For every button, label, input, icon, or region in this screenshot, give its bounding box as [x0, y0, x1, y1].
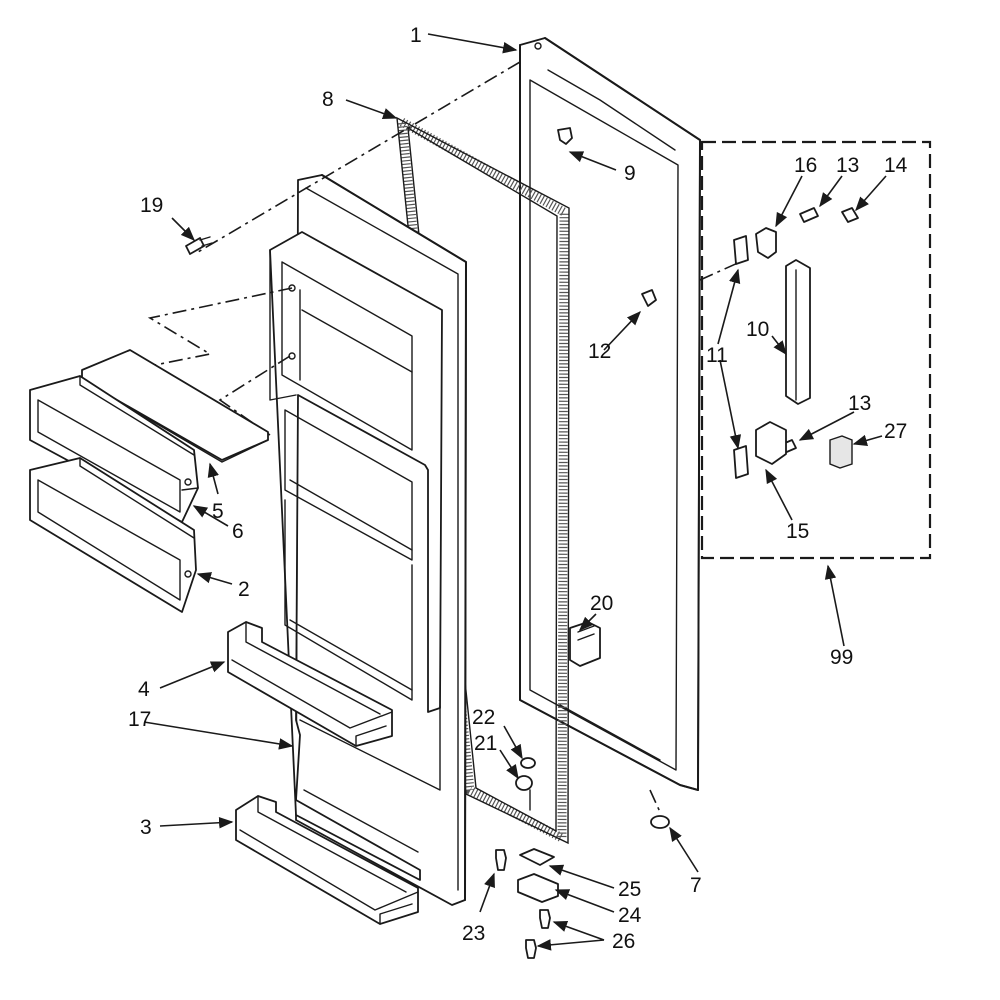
callout-4: 4	[138, 678, 150, 701]
callout-17: 17	[128, 708, 151, 731]
callout-12: 12	[588, 340, 611, 363]
callout-20: 20	[590, 592, 613, 615]
callout-1: 1	[410, 24, 422, 47]
callout-21: 21	[474, 732, 497, 755]
callout-22: 22	[472, 706, 495, 729]
callout-23: 23	[462, 922, 485, 945]
callout-13-top: 13	[836, 154, 859, 177]
hinge-parts-bottom	[495, 757, 670, 959]
dairy-shelf-lower	[29, 457, 197, 613]
callout-27: 27	[884, 420, 907, 443]
callout-16: 16	[794, 154, 817, 177]
callout-10: 10	[746, 318, 769, 341]
callout-14: 14	[884, 154, 908, 177]
callout-labels: 1 8 9 19 12 5 6 2 4 17 3 7 20 22 21 23 2…	[128, 24, 908, 953]
callout-8: 8	[322, 88, 334, 111]
callout-24: 24	[618, 904, 642, 927]
screw-19	[185, 236, 213, 255]
outer-door-panel	[519, 37, 701, 791]
leader-arrows	[143, 33, 887, 951]
callout-7: 7	[690, 874, 702, 897]
inner-door-liner	[269, 174, 467, 906]
callout-11: 11	[706, 344, 728, 367]
dairy-shelf-upper	[29, 375, 199, 523]
callout-6: 6	[232, 520, 244, 543]
callout-15: 15	[786, 520, 809, 543]
callout-2: 2	[238, 578, 250, 601]
hardware-kit-box	[700, 140, 932, 560]
door-bin-lower	[235, 795, 419, 925]
callout-13-bottom: 13	[848, 392, 871, 415]
callout-9: 9	[624, 162, 636, 185]
callout-3: 3	[140, 816, 152, 839]
callout-5: 5	[212, 500, 224, 523]
callout-26: 26	[612, 930, 635, 953]
callout-99: 99	[830, 646, 853, 669]
callout-25: 25	[618, 878, 641, 901]
door-bin-upper	[227, 621, 393, 747]
callout-19: 19	[140, 194, 163, 217]
